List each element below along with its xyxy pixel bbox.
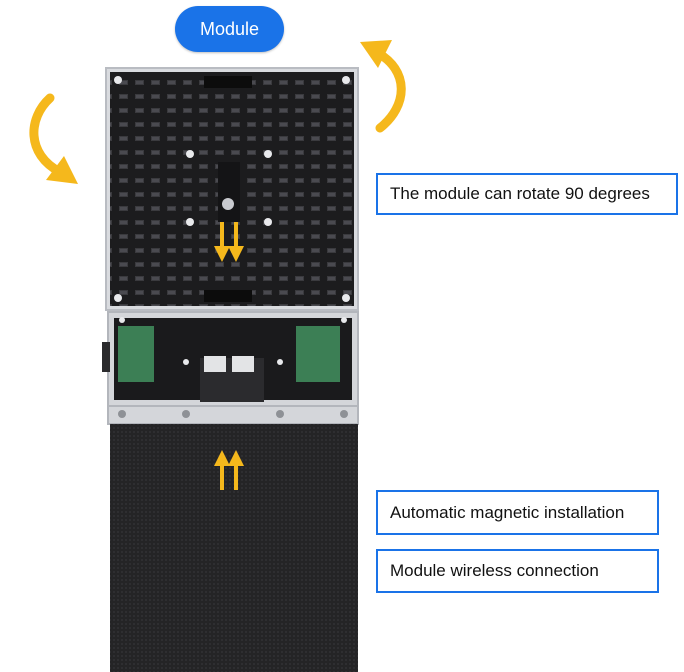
module-illustration xyxy=(102,67,359,672)
rotate-arrow-icon xyxy=(360,40,406,133)
module-back-board xyxy=(105,67,359,311)
rotate-arrow-icon xyxy=(29,93,78,184)
rotate-callout: The module can rotate 90 degrees xyxy=(376,173,678,215)
wireless-callout-text: Module wireless connection xyxy=(390,561,599,580)
module-front-panel xyxy=(107,405,359,672)
up-arrow-icon xyxy=(214,450,244,490)
magnetic-callout-text: Automatic magnetic installation xyxy=(390,502,625,522)
rotate-callout-text: The module can rotate 90 degrees xyxy=(390,184,650,203)
module-label: Module xyxy=(175,6,284,52)
down-arrow-icon xyxy=(214,222,244,262)
wireless-callout: Module wireless connection xyxy=(376,549,659,593)
cabinet-frame xyxy=(102,311,359,407)
magnetic-callout: Automatic magnetic installation xyxy=(376,490,659,535)
